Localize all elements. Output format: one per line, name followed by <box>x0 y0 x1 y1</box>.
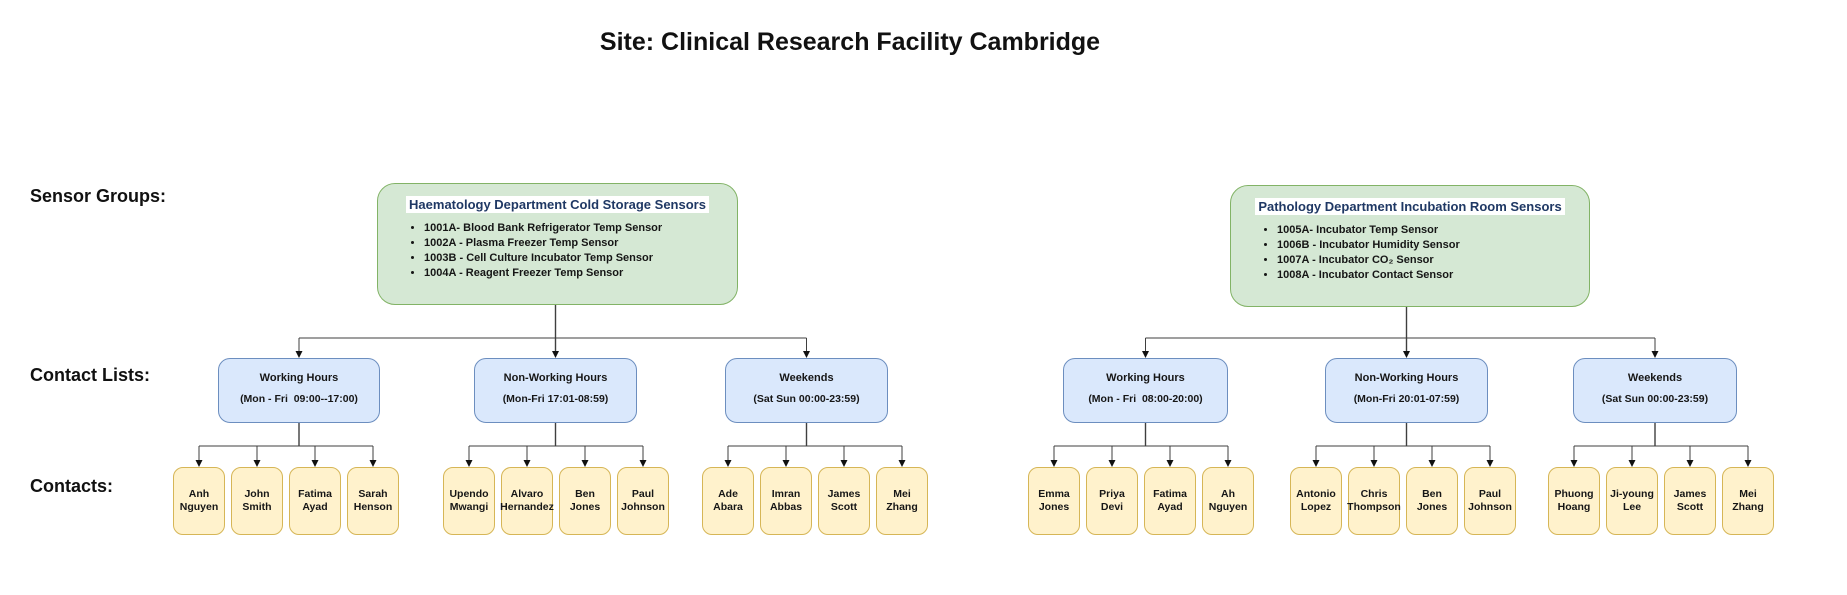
contact-group-weekends: Ade Abara Imran Abbas James Scott Mei Zh… <box>702 467 928 535</box>
sensor-list: 1005A- Incubator Temp Sensor 1006B - Inc… <box>1231 223 1589 283</box>
contact-card: Phuong Hoang <box>1548 467 1600 535</box>
sensor-item: 1003B - Cell Culture Incubator Temp Sens… <box>424 251 737 266</box>
sensor-item: 1001A- Blood Bank Refrigerator Temp Sens… <box>424 221 737 236</box>
sensor-item: 1005A- Incubator Temp Sensor <box>1277 223 1589 238</box>
contact-list-name: Non-Working Hours <box>1354 372 1459 384</box>
sensor-groups-label: Sensor Groups: <box>30 186 167 206</box>
contact-list-node-weekends: Weekends (Sat Sun 00:00-23:59) <box>1573 358 1737 423</box>
contact-list-name: Working Hours <box>259 372 339 384</box>
page-title: Site: Clinical Research Facility Cambrid… <box>599 28 1101 56</box>
contact-card: Sarah Henson <box>347 467 399 535</box>
contact-card: John Smith <box>231 467 283 535</box>
sensor-group-node-haematology: Haematology Department Cold Storage Sens… <box>377 183 738 305</box>
contact-card: Ji-young Lee <box>1606 467 1658 535</box>
sensor-list: 1001A- Blood Bank Refrigerator Temp Sens… <box>378 221 737 281</box>
contact-card: Fatima Ayad <box>1144 467 1196 535</box>
contact-list-node-weekends: Weekends (Sat Sun 00:00-23:59) <box>725 358 888 423</box>
contact-group-non-working-hours: Upendo Mwangi Alvaro Hernandez Ben Jones… <box>443 467 669 535</box>
contact-card: Antonio Lopez <box>1290 467 1342 535</box>
contact-list-schedule: (Sat Sun 00:00-23:59) <box>1601 393 1709 405</box>
sensor-item: 1006B - Incubator Humidity Sensor <box>1277 238 1589 253</box>
contact-card: Ade Abara <box>702 467 754 535</box>
contact-card: Anh Nguyen <box>173 467 225 535</box>
contact-card: Chris Thompson <box>1347 467 1401 535</box>
contact-list-schedule: (Mon - Fri 09:00--17:00) <box>240 393 358 405</box>
contact-card: Imran Abbas <box>760 467 812 535</box>
sensor-group-title: Haematology Department Cold Storage Sens… <box>378 196 737 213</box>
contact-list-name: Weekends <box>779 372 834 384</box>
contact-list-node-working-hours: Working Hours (Mon - Fri 08:00-20:00) <box>1063 358 1228 423</box>
contact-card: Emma Jones <box>1028 467 1080 535</box>
contact-list-name: Non-Working Hours <box>503 372 608 384</box>
contact-list-node-non-working-hours: Non-Working Hours (Mon-Fri 17:01-08:59) <box>474 358 637 423</box>
sensor-item: 1004A - Reagent Freezer Temp Sensor <box>424 266 737 281</box>
contact-list-node-non-working-hours: Non-Working Hours (Mon-Fri 20:01-07:59) <box>1325 358 1488 423</box>
contact-list-name: Working Hours <box>1106 372 1185 384</box>
contact-card: James Scott <box>1664 467 1716 535</box>
contact-list-schedule: (Mon-Fri 17:01-08:59) <box>502 393 609 405</box>
contact-card: Mei Zhang <box>1722 467 1774 535</box>
contact-list-schedule: (Mon-Fri 20:01-07:59) <box>1353 393 1460 405</box>
contact-card: Priya Devi <box>1086 467 1138 535</box>
contact-card: Ben Jones <box>559 467 611 535</box>
contacts-label: Contacts: <box>30 476 114 496</box>
contact-card: Fatima Ayad <box>289 467 341 535</box>
sensor-item: 1002A - Plasma Freezer Temp Sensor <box>424 236 737 251</box>
contact-card: Ah Nguyen <box>1202 467 1254 535</box>
sensor-item: 1008A - Incubator Contact Sensor <box>1277 268 1589 283</box>
contact-group-weekends: Phuong Hoang Ji-young Lee James Scott Me… <box>1548 467 1774 535</box>
sensor-item: 1007A - Incubator CO₂ Sensor <box>1277 253 1589 268</box>
contact-list-schedule: (Sat Sun 00:00-23:59) <box>753 393 860 405</box>
contact-card: Paul Johnson <box>617 467 669 535</box>
contact-card: Upendo Mwangi <box>443 467 495 535</box>
contact-group-working-hours: Emma Jones Priya Devi Fatima Ayad Ah Ngu… <box>1028 467 1254 535</box>
contact-card: Alvaro Hernandez <box>500 467 554 535</box>
contact-card: Mei Zhang <box>876 467 928 535</box>
contact-list-node-working-hours: Working Hours (Mon - Fri 09:00--17:00) <box>218 358 380 423</box>
contact-group-working-hours: Anh Nguyen John Smith Fatima Ayad Sarah … <box>173 467 399 535</box>
contact-card: Ben Jones <box>1406 467 1458 535</box>
contact-list-name: Weekends <box>1627 372 1683 384</box>
contact-group-non-working-hours: Antonio Lopez Chris Thompson Ben Jones P… <box>1290 467 1516 535</box>
contact-list-schedule: (Mon - Fri 08:00-20:00) <box>1088 393 1203 405</box>
sensor-group-title: Pathology Department Incubation Room Sen… <box>1231 198 1589 215</box>
sensor-group-node-pathology: Pathology Department Incubation Room Sen… <box>1230 185 1590 307</box>
contact-lists-label: Contact Lists: <box>30 365 151 385</box>
contact-card: Paul Johnson <box>1464 467 1516 535</box>
contact-card: James Scott <box>818 467 870 535</box>
